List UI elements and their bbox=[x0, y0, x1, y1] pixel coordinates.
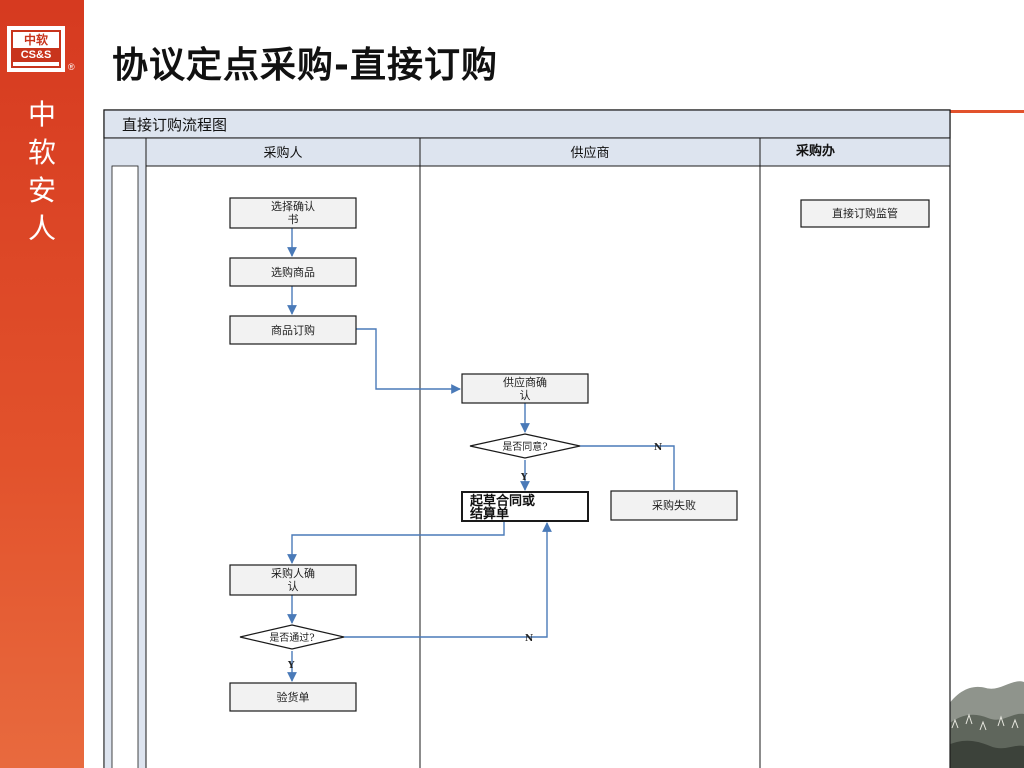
label-pass-no: N bbox=[525, 634, 533, 644]
registered-mark: ® bbox=[68, 62, 75, 72]
node-inspection-label: 验货单 bbox=[277, 690, 310, 704]
logo-english-text: CS&S bbox=[13, 48, 59, 62]
decision-pass: 是否通过? bbox=[239, 624, 345, 650]
lane-label-office: 采购办 bbox=[795, 143, 835, 159]
page-title: 协议定点采购-直接订购 bbox=[112, 36, 498, 88]
brand-sidebar: 中软 CS&S ® 中 软 安 人 bbox=[0, 0, 84, 768]
arrow-contract-to-buyer bbox=[287, 521, 505, 564]
node-buyer-confirm-line2: 认 bbox=[288, 580, 299, 593]
slogan-char: 安 bbox=[27, 174, 56, 207]
arrow-agree-no bbox=[580, 445, 675, 490]
slogan-char: 中 bbox=[27, 98, 56, 131]
logo-chinese-text: 中软 bbox=[23, 33, 48, 47]
company-logo: 中软 CS&S bbox=[7, 26, 65, 72]
node-select-confirm: 选择确认 书 bbox=[229, 197, 357, 229]
node-draft-contract: 起草合同或 结算单 bbox=[461, 491, 589, 522]
node-inspection: 验货单 bbox=[229, 682, 357, 712]
title-part-1: 协议定点采购- bbox=[112, 45, 350, 86]
decision-pass-label: 是否通过? bbox=[269, 631, 314, 644]
node-supplier-confirm: 供应商确 认 bbox=[461, 373, 589, 404]
node-order-goods-label: 商品订购 bbox=[271, 323, 315, 337]
lane-header-office bbox=[759, 137, 951, 167]
title-part-2: 直接 bbox=[349, 45, 424, 86]
node-select-confirm-line1: 选择确认 bbox=[271, 199, 315, 213]
node-order-goods: 商品订购 bbox=[229, 315, 357, 345]
node-select-goods: 选购商品 bbox=[229, 257, 357, 287]
node-buyer-confirm: 采购人确 认 bbox=[229, 564, 357, 596]
node-fail-label: 采购失败 bbox=[652, 498, 696, 512]
node-buyer-confirm-line1: 采购人确 bbox=[271, 566, 315, 580]
arrow-order-to-supplier bbox=[356, 328, 461, 394]
node-supervision: 直接订购监管 bbox=[800, 199, 930, 228]
diagram-header-bar bbox=[103, 109, 951, 139]
node-supplier-confirm-line2: 认 bbox=[520, 389, 531, 402]
node-select-goods-label: 选购商品 bbox=[271, 265, 315, 279]
diagram-header: 直接订购流程图 bbox=[122, 116, 227, 134]
node-supplier-confirm-line1: 供应商确 bbox=[503, 375, 547, 389]
lane-label-buyer: 采购人 bbox=[263, 145, 302, 161]
node-select-confirm-line2: 书 bbox=[288, 213, 299, 226]
label-pass-yes: Y bbox=[287, 661, 295, 671]
lane-label-supplier: 供应商 bbox=[570, 145, 609, 161]
node-draft-contract-line1: 起草合同或 bbox=[469, 493, 535, 509]
title-accent-line bbox=[950, 110, 1024, 113]
node-fail: 采购失败 bbox=[610, 490, 738, 521]
slogan-char: 软 bbox=[27, 136, 56, 169]
title-part-3: 订购 bbox=[423, 45, 498, 86]
node-draft-contract-line2: 结算单 bbox=[470, 506, 509, 522]
label-agree-yes: Y bbox=[520, 473, 528, 483]
lane-header-supplier bbox=[419, 137, 761, 167]
slogan-char: 人 bbox=[27, 212, 56, 245]
landscape-image bbox=[946, 668, 1024, 768]
decision-agree: 是否同意? bbox=[469, 433, 581, 459]
node-supervision-label: 直接订购监管 bbox=[832, 206, 898, 220]
label-agree-no: N bbox=[654, 443, 662, 453]
arrow-pass-no bbox=[344, 522, 552, 638]
slogan: 中 软 安 人 bbox=[18, 96, 66, 248]
decision-agree-label: 是否同意? bbox=[502, 440, 547, 453]
